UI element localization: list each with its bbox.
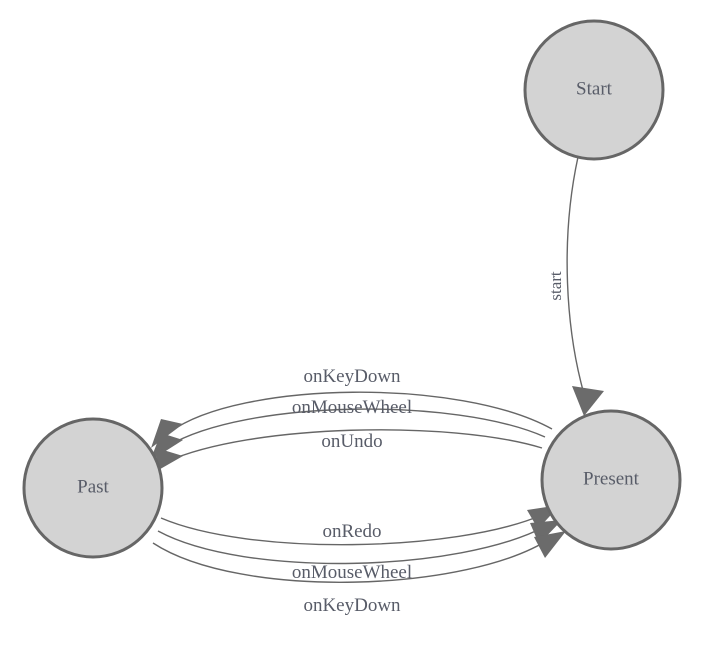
edge-present-past-onundo-label: onUndo [321,431,382,452]
edge-past-present-onmousewheel-path [157,525,547,565]
edge-past-present-onredo[interactable]: onRedo [160,505,560,546]
edge-past-present-onkeydown-label: onKeyDown [303,595,401,616]
edge-past-present-onmousewheel-label: onMouseWheel [292,562,412,583]
node-present-circle [540,409,682,551]
edge-present-past-onkeydown-label: onKeyDown [303,366,401,387]
edge-past-present-onredo-label: onRedo [322,521,381,542]
edge-present-past-onundo[interactable]: onUndo [148,429,543,476]
edge-present-past-onundo-path [165,429,543,463]
edge-past-present-onkeydown[interactable]: onKeyDown [152,531,566,616]
edge-group: start onKeyDown onMouseWheel onUndo [148,156,604,616]
node-past[interactable]: Past [22,417,164,559]
edge-present-past-onmousewheel-path [167,408,546,447]
edge-start-label: start [546,271,565,301]
node-group: Start Past Present [22,19,682,559]
edge-past-present-onkeydown-path [152,537,552,583]
edge-present-past-onmousewheel[interactable]: onMouseWheel [150,397,546,461]
edge-start-path [566,156,585,395]
edge-start[interactable]: start [546,156,604,416]
node-past-label: Past [77,476,109,497]
edge-past-present-onkeydown-arrowhead [534,531,566,558]
edge-start-arrowhead [572,386,604,416]
node-present-label: Present [583,468,640,489]
edge-present-past-onmousewheel-label: onMouseWheel [292,397,412,418]
node-start[interactable]: Start [523,19,665,161]
edge-past-present-onredo-path [160,514,543,546]
node-present[interactable]: Present [540,409,682,551]
node-start-circle [523,19,665,161]
edge-present-past-onkeydown-path [169,391,553,433]
node-start-label: Start [576,78,613,99]
node-past-circle [22,417,164,559]
